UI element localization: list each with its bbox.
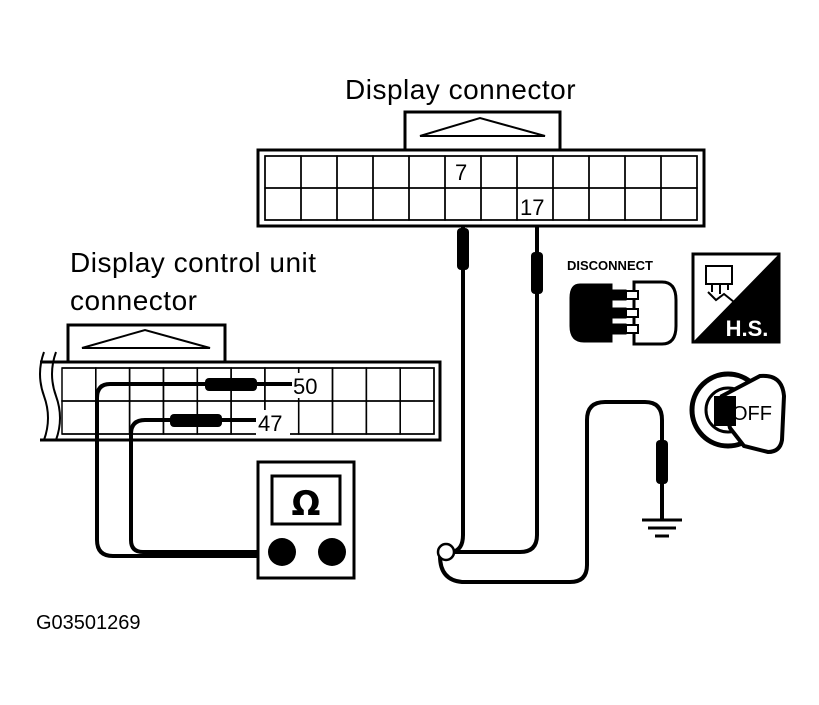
display-connector-cell	[516, 155, 554, 189]
display-connector-cell	[372, 187, 410, 221]
display-connector-cell	[624, 187, 662, 221]
ground-icon	[642, 484, 682, 538]
probe-tip-unit-a	[205, 378, 257, 391]
display-connector-label: Display connector	[345, 74, 576, 105]
display-connector-cell	[588, 155, 626, 189]
display-connector-cell	[624, 155, 662, 189]
control-unit-connector-cell	[331, 400, 368, 435]
control-unit-connector-cell	[61, 400, 97, 435]
pin-label-display-a: 7	[455, 160, 467, 185]
pin-label-bg	[292, 373, 326, 398]
probe-tip-ground	[656, 440, 668, 484]
display-connector-cell	[336, 187, 374, 221]
display-connector-cell	[264, 187, 302, 221]
display-connector-cell	[408, 187, 446, 221]
probe-tips	[170, 228, 668, 484]
control-unit-connector-cell	[331, 367, 368, 402]
control-unit-connector-cell	[365, 367, 401, 402]
control-unit-connector-cell	[95, 400, 131, 435]
control-unit-connector-cell	[399, 400, 435, 435]
pin-label-display-b: 17	[520, 195, 544, 220]
display-connector-cell	[444, 187, 482, 221]
ohm-symbol: Ω	[292, 484, 321, 524]
pin-label-bg	[256, 410, 290, 435]
display-connector-cell	[480, 187, 518, 221]
display-connector-cell	[336, 155, 374, 189]
meter-terminal-right	[318, 538, 346, 566]
ohmmeter: Ω	[256, 460, 356, 580]
control-unit-connector-cell	[61, 367, 97, 402]
display-connector	[256, 110, 706, 228]
control-unit-label-line2: connector	[70, 285, 197, 316]
hs-badge: H.S.	[691, 252, 781, 344]
display-connector-cell	[264, 155, 302, 189]
display-connector-cell	[552, 155, 590, 189]
probe-tip-unit-b	[170, 414, 222, 427]
hs-label: H.S.	[726, 316, 769, 341]
ignition-off-label: OFF	[732, 403, 772, 425]
figure-id: G03501269	[36, 612, 141, 634]
display-connector-cell	[480, 155, 518, 189]
pin-label-unit-a: 50	[293, 374, 317, 399]
meter-terminal-left	[268, 538, 296, 566]
display-connector-cell	[408, 155, 446, 189]
control-unit-label-line1: Display control unit	[70, 247, 317, 278]
display-connector-cell	[372, 155, 410, 189]
probe-tip-display-a	[457, 228, 469, 270]
probe-tip-display-b	[531, 252, 543, 294]
display-connector-cell	[660, 155, 698, 189]
disconnect-badge: DISCONNECT	[567, 258, 678, 346]
display-connector-cell	[300, 187, 338, 221]
control-unit-connector-cell	[365, 400, 401, 435]
display-connector-cell	[300, 155, 338, 189]
wire-junction	[436, 542, 456, 562]
probe-leads	[95, 226, 664, 584]
display-connector-cell	[552, 187, 590, 221]
display-connector-cell	[660, 187, 698, 221]
display-connector-cell	[588, 187, 626, 221]
disconnect-connector-icon	[569, 280, 678, 346]
ignition-key-icon: OFF	[689, 371, 787, 455]
control-unit-connector-cell	[399, 367, 435, 402]
pin-label-bg	[451, 158, 473, 184]
pin-label-unit-b: 47	[258, 411, 282, 436]
disconnect-label: DISCONNECT	[567, 258, 653, 273]
pin-label-bg	[518, 193, 552, 219]
control-unit-connector-cell	[297, 400, 334, 435]
harness-icon	[705, 265, 735, 303]
control-unit-connector-cell	[128, 400, 165, 435]
